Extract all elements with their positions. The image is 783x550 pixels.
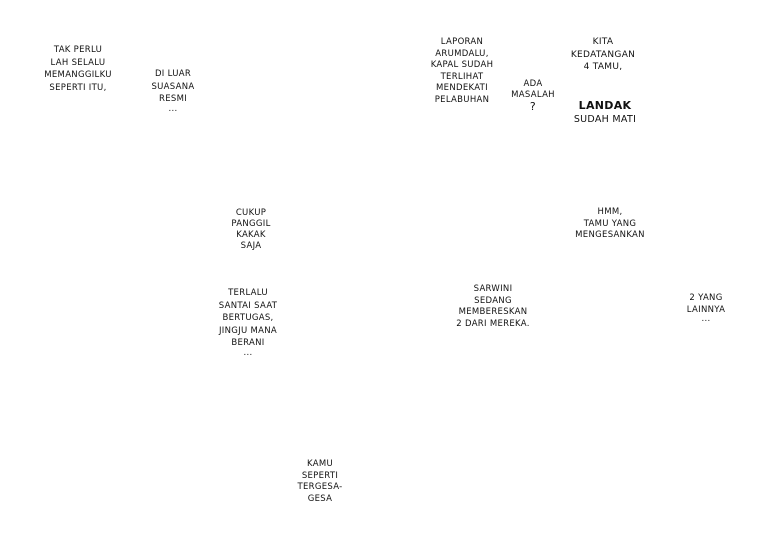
text-line: TERGESA- (297, 482, 343, 492)
text-line: 2 YANG (689, 293, 723, 303)
text-line: SAJA (240, 241, 262, 251)
speech-text-1: TAK PERLU LAH SELALU MEMANGGILKU SEPERTI… (44, 44, 112, 94)
text-line: KAKAK (236, 230, 266, 240)
text-line: MEMBERESKAN (458, 307, 528, 317)
speech-text-11: 2 YANG LAINNYA ... (686, 292, 726, 324)
text-line: SUASANA (151, 81, 195, 92)
text-line: JINGJU MANA (218, 325, 278, 336)
text-line: KAPAL SUDAH (430, 60, 494, 70)
text-line: KITA (592, 37, 614, 47)
text-line: BERANI (231, 338, 265, 348)
text-line: TERLALU (228, 288, 268, 298)
text-line: CUKUP (235, 208, 267, 218)
text-line: MENGESANKAN (575, 230, 645, 240)
text-line: ... (701, 314, 711, 324)
text-line: 4 TAMU, (583, 62, 623, 72)
text-line: 2 DARI MEREKA. (456, 318, 530, 329)
text-line: KEDATANGAN (570, 49, 636, 60)
text-line: SEDANG (474, 295, 512, 306)
text-line: SARWINI (473, 284, 513, 294)
text-line: SUDAH MATI (573, 114, 637, 125)
text-line: BERTUGAS, (222, 313, 274, 323)
speech-text-9: HMM, TAMU YANG MENGESANKAN (575, 207, 645, 242)
speech-text-10: SARWINI SEDANG MEMBERESKAN 2 DARI MEREKA… (456, 284, 529, 330)
text-line: KAMU (306, 459, 333, 469)
text-line: GESA (307, 493, 333, 504)
speech-text-12: KAMU SEPERTI TERGESA- GESA (297, 459, 342, 505)
speech-text-4: ADA MASALAH ? (511, 79, 555, 112)
text-line: ADA (523, 79, 543, 89)
text-line: ARUMDALU, (435, 48, 489, 59)
text-line-emphasis: LANDAK (578, 99, 632, 112)
text-line: DI LUAR (154, 69, 192, 79)
text-line: MENDEKATI (436, 83, 488, 93)
text-line: LAH SELALU (50, 57, 106, 68)
text-line: ? (529, 100, 537, 113)
text-line: LAINNYA (686, 305, 726, 315)
speech-text-7: CUKUP PANGGIL KAKAK SAJA (231, 208, 270, 252)
text-line: SEPERTI ITU, (49, 82, 107, 93)
text-line: RESMI (158, 94, 188, 104)
text-line: ... (243, 347, 253, 358)
speech-text-8: TERLALU SANTAI SAAT BERTUGAS, JINGJU MAN… (218, 287, 278, 358)
speech-text-2: DI LUAR SUASANA RESMI ... (151, 68, 195, 114)
speech-text-5: KITA KEDATANGAN 4 TAMU, (571, 36, 635, 74)
text-line: HMM, (597, 207, 623, 217)
text-line: PELABUHAN (434, 94, 490, 105)
text-line: PANGGIL (231, 219, 271, 229)
speech-text-6: LANDAK SUDAH MATI (574, 98, 636, 127)
text-line: MEMANGGILKU (44, 70, 112, 80)
text-line: TAMU YANG (583, 218, 637, 229)
text-line: LAPORAN (440, 37, 484, 47)
text-line: SEPERTI (301, 470, 339, 481)
text-line: MASALAH (511, 90, 555, 100)
text-line: TAK PERLU (53, 45, 103, 55)
speech-text-3: LAPORAN ARUMDALU, KAPAL SUDAH TERLIHAT M… (431, 37, 494, 106)
text-line: TERLIHAT (440, 71, 484, 82)
text-line: ... (168, 103, 178, 114)
text-line: SANTAI SAAT (218, 300, 278, 311)
